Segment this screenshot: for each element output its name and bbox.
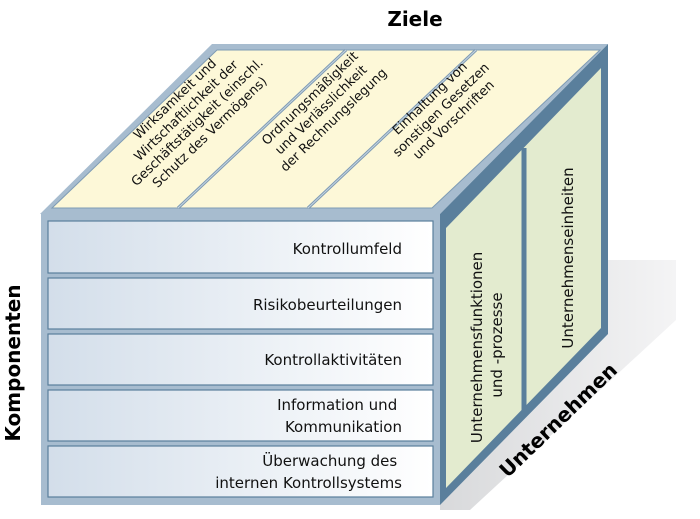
axis-label-komponenten: Komponenten (1, 284, 25, 441)
top-face (40, 44, 608, 214)
unternehmen-einheiten: Unternehmenseinheiten (559, 167, 577, 348)
komponente-ueberwachung: Überwachung des internen Kontrollsystems (215, 451, 402, 492)
unternehmen-funktionen: Unternehmensfunktionen und -prozesse (468, 247, 506, 443)
komponente-row (47, 445, 434, 498)
top-divider (307, 49, 477, 209)
komponente-kontrollumfeld: Kontrollumfeld (293, 240, 402, 258)
komponente-row (47, 277, 434, 330)
komponente-kontrollaktivitaeten: Kontrollaktivitäten (264, 351, 402, 369)
top-divider (177, 49, 347, 209)
svg-text:Unternehmensfunktionen u: Unternehmensfunktionen und -prozesse (468, 247, 506, 443)
right-face (440, 44, 608, 505)
komponente-information: Information und Kommunikation (277, 396, 402, 436)
komponente-risikobeurteilungen: Risikobeurteilungen (253, 296, 402, 314)
komponente-row (47, 220, 434, 274)
axis-label-ziele: Ziele (387, 7, 442, 31)
cube-shadow (440, 260, 676, 510)
front-face (41, 214, 440, 505)
komponente-row (47, 389, 434, 442)
svg-text:Unternehmenseinheiten: Unternehmenseinheiten (559, 167, 577, 348)
komponente-row (47, 333, 434, 386)
